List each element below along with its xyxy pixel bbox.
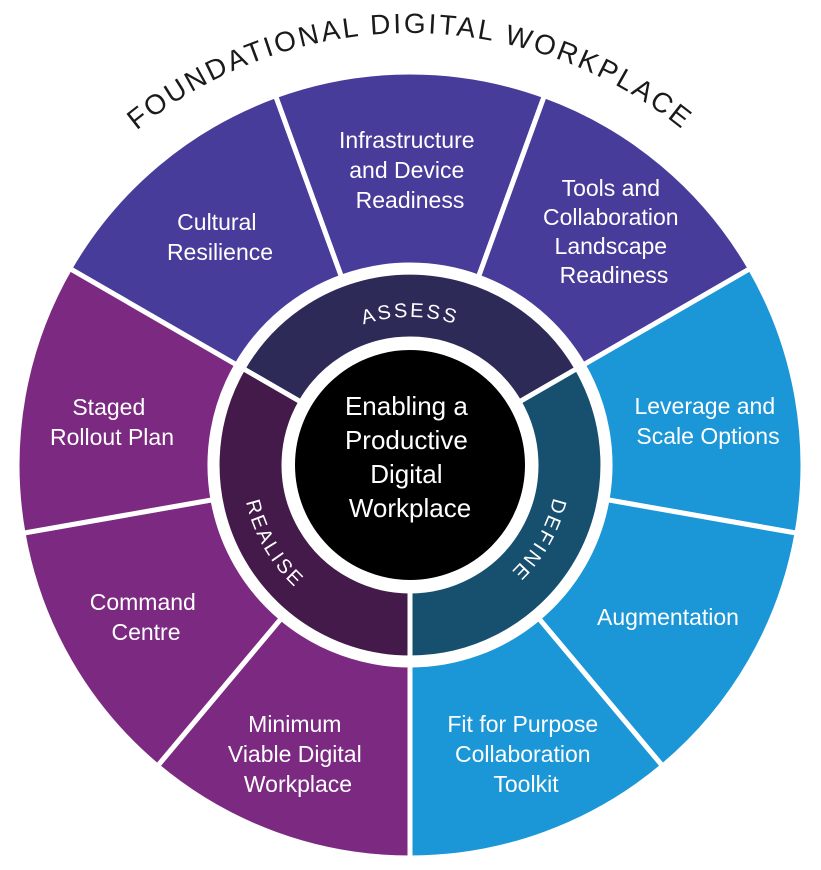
segment-augmentation <box>536 497 800 769</box>
label-fit-for-purpose-collaboration-toolkit: Fit for Purpose Collaboration Toolkit <box>447 711 604 797</box>
label-augmentation: Augmentation <box>597 604 739 630</box>
center-hub-label: Enabling a Productive Digital Workplace <box>345 391 475 523</box>
center-hub-circle <box>291 346 529 584</box>
phase-sector-realise <box>214 366 413 661</box>
segment-command-centre <box>20 497 284 769</box>
label-infrastructure-device-readiness: Infrastructure and Device Readiness <box>339 127 481 213</box>
segment-staged-rollout-plan <box>14 266 240 536</box>
phase-sector-define <box>407 366 606 661</box>
inner-ring <box>214 269 606 661</box>
label-command-centre: Command Centre <box>90 589 203 645</box>
segment-minimum-viable-digital-workplace <box>154 615 413 861</box>
label-cultural-resilience: Cultural Resilience <box>167 209 273 265</box>
label-leverage-scale-options: Leverage and Scale Options <box>634 393 781 449</box>
label-staged-rollout-plan: Staged Rollout Plan <box>50 394 174 450</box>
segment-infrastructure-device-readiness <box>273 69 547 280</box>
label-tools-collaboration-landscape-readiness: Tools and Collaboration Landscape Readin… <box>543 175 685 288</box>
segment-fit-for-purpose-collaboration-toolkit <box>407 615 666 861</box>
outer-ring <box>14 69 806 861</box>
segment-tools-collaboration-landscape-readiness <box>475 93 753 368</box>
phase-sector-assess <box>240 269 580 405</box>
segment-cultural-resilience <box>67 93 345 368</box>
segment-leverage-scale-options <box>580 266 806 536</box>
label-minimum-viable-digital-workplace: Minimum Viable Digital Workplace <box>228 711 368 797</box>
